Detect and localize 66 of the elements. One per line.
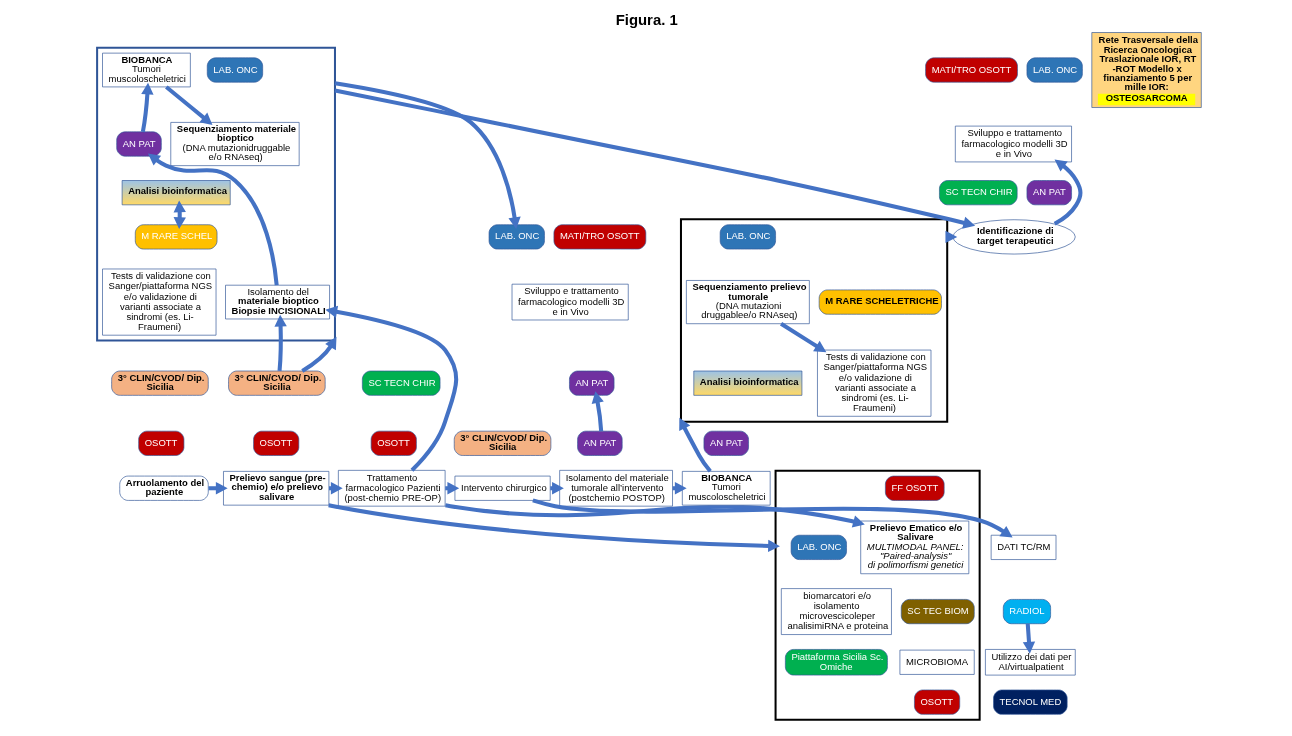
node-box: RADIOL — [1002, 599, 1051, 625]
node-box: LAB. ONC — [488, 224, 545, 250]
node-box: OSOTT — [137, 430, 184, 456]
arrow — [779, 322, 826, 353]
node-box: Analisi bioinformatica — [692, 370, 802, 396]
node-box: OSOTT — [370, 430, 417, 456]
node-box: SC TEC BIOM — [900, 599, 975, 625]
node-box: Sequenziamento materiale bioptico (DNA mutazionidruggable e/o RNAseq) — [169, 122, 299, 166]
node-box: DATI TC/RM — [990, 534, 1056, 560]
node-ellipse: Identificazione di target terapeutici — [952, 219, 1076, 255]
arrow — [334, 88, 975, 229]
node-box: SC TECN CHIR — [938, 180, 1017, 206]
node-box: FF OSOTT — [884, 475, 944, 501]
arrow — [334, 81, 521, 229]
node-box: MATI/TRO OSOTT — [924, 57, 1018, 83]
node-box: SC TECN CHIR — [361, 370, 440, 396]
node-box: Arruolamento del paziente — [118, 475, 209, 501]
node-box: Analisi bioinformatica — [121, 180, 231, 206]
node-box: 3° CLIN/CVOD/ Dip. Sicilia — [110, 370, 209, 396]
node-box: M RARE SCHEL — [134, 224, 217, 250]
node-box: MICROBIOMA — [899, 649, 975, 675]
node-box: Isolamento del materiale tumorale all’intervento (postchemio POSTOP) — [558, 470, 673, 507]
node-box: AN PAT — [568, 370, 614, 396]
node-box: LAB. ONC — [790, 534, 847, 560]
node-box: BIOBANCA Tumori muscoloscheletrici — [681, 471, 770, 506]
node-box: 3° CLIN/CVOD/ Dip. Sicilia — [453, 430, 551, 456]
node-box: Sviluppo e trattamento farmacologico modelli 3D e in Vivo — [511, 283, 629, 321]
arrow — [444, 503, 865, 528]
node-box: AN PAT — [1026, 180, 1072, 206]
node-box: Piattaforma Sicilia Sc. Omiche — [784, 649, 888, 676]
node-box: Isolamento del materiale bioptico Biopsie INCISIONALI — [224, 284, 330, 320]
node-box: OSOTT — [252, 430, 299, 456]
node-box: Intervento chirurgico — [454, 475, 551, 501]
node-box: AN PAT — [703, 430, 749, 456]
node-box: biomarcatori e/o isolamento microvescicoleper analisimiRNA e proteina — [780, 588, 892, 635]
node-box: AN PAT — [576, 430, 622, 456]
node-box: LAB. ONC — [719, 224, 776, 250]
node-box: LAB. ONC — [206, 57, 263, 83]
arrow — [591, 391, 604, 432]
arrow — [273, 314, 287, 371]
cluster — [774, 469, 981, 721]
node-box: Prelievo Ematico e/o Salivare MULTIMODAL PANEL: "Paired-analysis" di polimorfismi genetici — [859, 520, 969, 575]
arrow — [531, 498, 1013, 538]
node-box: LAB. ONC — [1026, 57, 1083, 83]
arrow — [300, 336, 336, 373]
diagram-title: Figura. 1 — [615, 11, 678, 28]
node-box: M RARE SCHELETRICHE — [818, 289, 942, 315]
node-box: Tests di validazione con Sanger/piattaforma NGS e/o validazione di varianti associate a sindromi (es. Li-Fraumeni) — [101, 268, 216, 336]
arrow — [147, 153, 279, 286]
node-box: BIOBANCA Tumori muscoloscheletrici — [101, 52, 191, 88]
node-box: Trattamento farmacologico Pazienti (post-chemio PRE-OP) — [337, 470, 445, 507]
node-box: Utilizzo dei dati per AI/virtualpatient — [984, 649, 1076, 676]
node-box: Tests di validazione con Sanger/piattaforma NGS e/o validazione di varianti associate a sindromi (es. Li-Fraumeni) — [816, 349, 931, 417]
arrow — [327, 503, 780, 553]
arrow — [1022, 623, 1035, 654]
node-box: Sviluppo e trattamento farmacologico modelli 3D e in Vivo — [954, 125, 1072, 163]
node-box: TECNOL MED — [992, 689, 1067, 715]
arrow — [140, 82, 154, 133]
node-box: AN PAT — [115, 131, 162, 157]
arrow — [164, 85, 212, 125]
node-box: Prelievo sangue (pre-chemio) e/o prelievo salivare — [222, 471, 329, 506]
node-box: Sequenziamento prelievo tumorale (DNA mutazioni druggablee/o RNAseq) — [685, 280, 810, 325]
node-box: 3° CLIN/CVOD/ Dip. Sicilia — [227, 370, 325, 396]
node-box: OSOTT — [913, 689, 960, 715]
arrow — [173, 200, 186, 230]
node-box: MATI/TRO OSOTT — [553, 224, 646, 250]
